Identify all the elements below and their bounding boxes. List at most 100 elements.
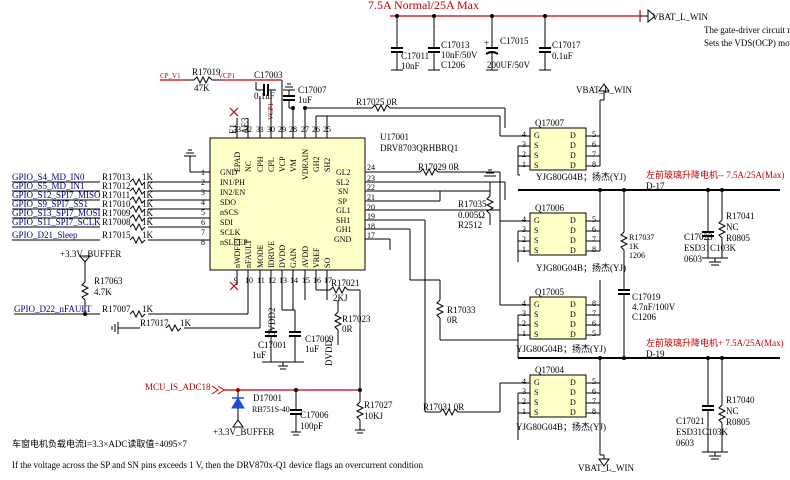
svg-text:Q17004: Q17004 [535,365,564,375]
svg-text:NC: NC [726,222,739,232]
res-r17007: R17007 1K [102,285,249,319]
svg-text:VM: VM [289,159,298,172]
svg-text:0603: 0603 [684,254,703,264]
svg-text:2: 2 [522,150,526,159]
res-r17021: R17021 2KJ [329,278,360,303]
svg-text:GPIO_S4_MD_IN0: GPIO_S4_MD_IN0 [12,172,85,182]
svg-text:5: 5 [592,215,596,224]
svg-text:EPAD: EPAD [233,152,242,172]
svg-text:C17003: C17003 [254,70,283,80]
svg-text:CPH: CPH [256,156,265,172]
svg-text:0R: 0R [447,315,458,325]
svg-text:nSCS: nSCS [220,208,238,217]
svg-text:C17009: C17009 [305,334,334,344]
svg-text:3: 3 [522,387,526,396]
svg-text:1: 1 [522,329,526,338]
svg-text:1K: 1K [142,208,154,218]
svg-text:D: D [570,408,576,417]
svg-text:5: 5 [201,208,205,217]
svg-text:SDI: SDI [220,218,233,227]
svg-text:GAIN: GAIN [289,248,298,268]
svg-text:GH2: GH2 [312,156,321,172]
svg-text:S: S [534,330,538,339]
nc-mark-bottom [229,281,239,291]
svg-text:D: D [570,378,576,387]
svg-text:0.1uF: 0.1uF [254,91,275,101]
mosfet-q17007: Q17007 YJG80G04B；扬杰(YJ) G S S S D D D D … [522,118,626,182]
svg-text:1K: 1K [142,230,154,240]
svg-text:R2512: R2512 [458,220,482,230]
net-mcu-adc: MCU_IS_ADC18 [145,382,211,392]
motor-right-label: 左前玻璃升降电机+ 7.5A/25A(Max) [646,337,784,348]
cap-c17021: C17021 ESD31C103K 0603 [676,358,729,452]
cap-c17001: C17001 1uF [252,300,287,362]
svg-text:2: 2 [522,319,526,328]
svg-text:D: D [570,216,576,225]
svg-text:D: D [570,246,576,255]
svg-text:SO: SO [323,258,332,268]
svg-text:R17063: R17063 [94,276,123,286]
svg-text:SDO: SDO [220,198,236,207]
svg-text:GPIO_S13_SPI7_MOSI: GPIO_S13_SPI7_MOSI [12,208,101,218]
svg-text:R17037: R17037 [629,233,654,242]
svg-text:28: 28 [289,125,297,134]
svg-text:4: 4 [522,130,526,139]
svg-text:R17041: R17041 [726,211,755,221]
net-vbat-bottom: VBAT_L_WIN [578,463,634,473]
svg-text:R17012: R17012 [102,181,131,191]
svg-text:7: 7 [592,309,596,318]
svg-text:D: D [570,388,576,397]
svg-text:SL2: SL2 [336,178,349,187]
cap-c17006: C17006 100pF [290,390,329,432]
net-vbat-mid: VBAT_L_WIN [576,85,632,95]
note-gate-driver: The gate-driver circuit mo [704,25,790,35]
svg-text:26: 26 [312,125,320,134]
svg-text:NC: NC [244,161,253,172]
gpio-row-4: GPIO_S13_SPI7_MOSI R17009 1K [12,208,210,223]
svg-text:IDRIVE: IDRIVE [267,241,276,268]
svg-text:0.1uF: 0.1uF [552,51,573,61]
svg-text:2KJ: 2KJ [333,293,348,303]
gpio-row-1: GPIO_S5_MD_IN1 R17012 1K [12,181,210,196]
mosfet-pin-stubs [517,100,601,455]
svg-text:4.7nF/100V: 4.7nF/100V [632,302,676,312]
svg-text:33: 33 [233,125,241,134]
svg-text:nWDFLT: nWDFLT [233,237,242,268]
svg-text:27: 27 [301,125,309,134]
svg-text:0.005Ω: 0.005Ω [458,210,485,220]
res-r17033: R17033 0R [435,280,518,341]
svg-text:YJG80G04B；扬杰(YJ): YJG80G04B；扬杰(YJ) [516,343,606,354]
svg-text:1K: 1K [142,199,154,209]
svg-text:20: 20 [367,203,375,212]
svg-text:GL2: GL2 [336,168,351,177]
svg-text:30: 30 [267,125,275,134]
svg-text:VCP: VCP [278,156,287,172]
svg-text:6: 6 [592,319,596,328]
net-nfault: GPIO_D22_nFAULT [14,304,92,314]
svg-text:C17017: C17017 [552,40,581,50]
svg-text:Q17007: Q17007 [535,118,564,128]
svg-text:C17007: C17007 [298,85,327,95]
svg-text:S: S [534,398,538,407]
mosfet-q17004: Q17004 YJG80G04B；扬杰(YJ) G S S S D D D D … [516,365,606,432]
svg-text:Q17006: Q17006 [535,203,564,213]
svg-text:1: 1 [522,245,526,254]
svg-text:IN2/EN: IN2/EN [220,188,246,197]
res-r17019: R17019 47K [186,67,222,93]
svg-text:1K: 1K [142,172,154,182]
svg-text:YJG80G04B；扬杰(YJ): YJG80G04B；扬杰(YJ) [536,262,626,273]
svg-text:6: 6 [592,387,596,396]
svg-text:2: 2 [522,397,526,406]
res-r17063: R17063 4.7K [80,276,123,312]
svg-text:CPL: CPL [267,157,276,172]
svg-text:D: D [570,300,576,309]
svg-text:ESD31C103K: ESD31C103K [684,243,737,253]
svg-text:6: 6 [592,140,596,149]
svg-text:5: 5 [592,130,596,139]
svg-text:R17040: R17040 [726,395,755,405]
svg-text:GH1: GH1 [336,225,352,234]
res-r17037: R17037 1K 1206 [619,190,654,290]
svg-text:Q17005: Q17005 [535,287,564,297]
svg-text:1206: 1206 [629,251,645,260]
svg-text:1K: 1K [142,217,154,227]
